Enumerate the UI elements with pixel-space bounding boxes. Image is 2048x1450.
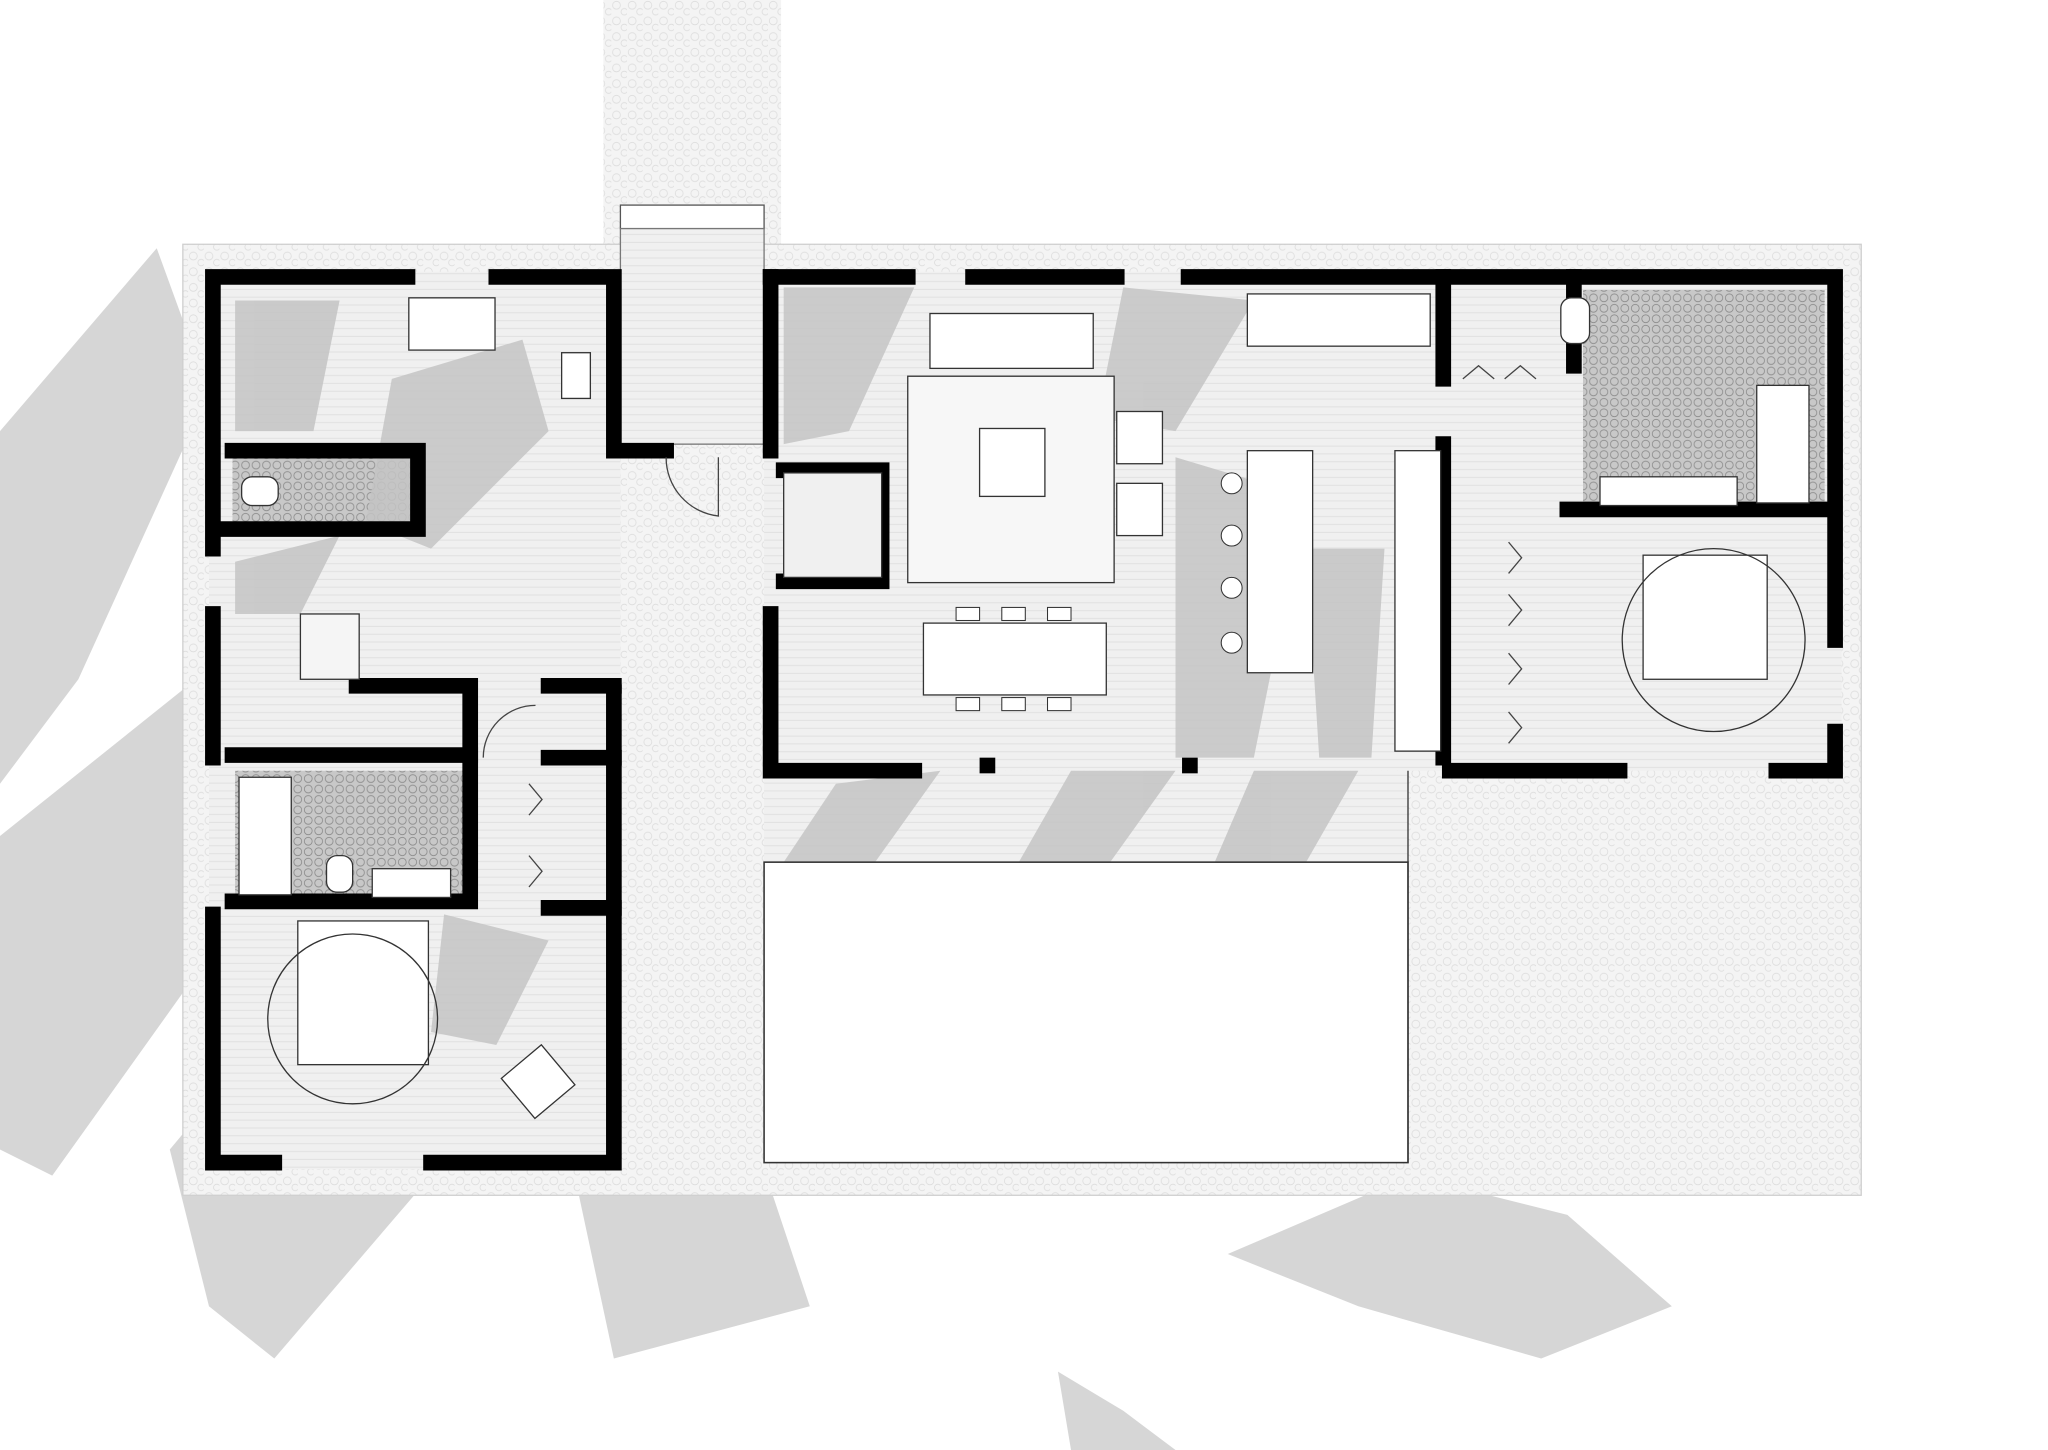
reading-chair (500, 1043, 576, 1120)
kitchen-sink (560, 352, 592, 400)
furniture (238, 293, 1810, 1120)
tub-main (1756, 384, 1810, 504)
toilet-main (1560, 297, 1591, 345)
north-walkway (603, 0, 782, 245)
coffee-table (978, 427, 1046, 498)
sofa (929, 312, 1094, 370)
entry-step (619, 204, 765, 230)
toilet-2 (325, 854, 354, 893)
walls (205, 269, 1843, 1171)
bedroom-rug-guest (267, 933, 439, 1105)
toilet-1 (240, 476, 279, 507)
range-counter (1394, 450, 1442, 752)
fireplace (783, 472, 883, 579)
interior-shadows (235, 287, 1385, 1046)
kitchen-counter (1246, 293, 1431, 347)
vanity-main (1599, 476, 1738, 507)
doors (482, 364, 1537, 888)
vanity-guest (371, 868, 452, 899)
bar-stools (1220, 472, 1243, 654)
kitchen-island (1246, 450, 1314, 674)
tub-guest (238, 776, 292, 896)
armchair-1 (1116, 410, 1164, 465)
bed-guest (297, 920, 430, 1066)
armchair-2 (1116, 482, 1164, 537)
dining-table (922, 622, 1107, 696)
bed-main (1642, 554, 1768, 680)
dining-chairs (955, 606, 1072, 712)
bedroom-rug-main (1621, 547, 1806, 733)
stairs (299, 613, 360, 680)
laundry (408, 297, 496, 351)
entry-porch (619, 227, 765, 445)
pool (763, 861, 1409, 1164)
wall-blocks (979, 757, 1198, 774)
